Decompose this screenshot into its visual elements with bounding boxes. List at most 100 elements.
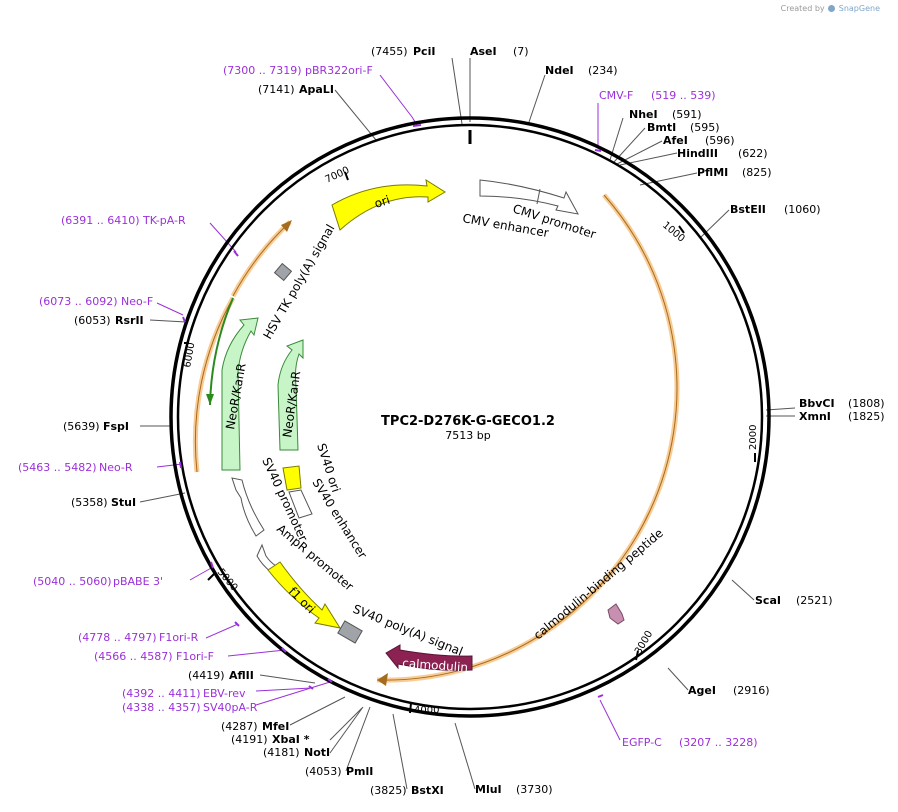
primer-range-sv40pa-r: (4338 .. 4357) (122, 701, 201, 714)
neo-orf-arrowhead (206, 394, 214, 405)
orf-arc-main (376, 193, 680, 683)
site-name-ndei[interactable]: NdeI (545, 64, 574, 77)
site-pos-rsrii: (6053) (74, 314, 111, 327)
site-name-bbvci[interactable]: BbvCI (799, 397, 835, 410)
hsv-tk-polya-feature[interactable] (273, 262, 293, 282)
sv40-polya-label: SV40 poly(A) signal (351, 602, 465, 659)
site-pos-bsteii: (1060) (784, 203, 821, 216)
cbp-label: calmodulin-binding peptide (531, 526, 666, 642)
site-pos-agei: (2916) (733, 684, 770, 697)
site-pos-pmli: (4053) (305, 765, 342, 778)
primer-name-tk-pa-r[interactable]: TK-pA-R (142, 214, 186, 227)
site-pos-afliii: (4419) (188, 669, 225, 682)
primer-range-pbr322ori-f: (7300 .. 7319) (223, 64, 302, 77)
site-pos-xmni: (1825) (848, 410, 885, 423)
site-pos-pflmi: (825) (742, 166, 772, 179)
primer-range-neo-f: (6073 .. 6092) (39, 295, 118, 308)
primer-name-f1ori-f[interactable]: F1ori-F (176, 650, 214, 663)
orf-arc-left-line (194, 297, 234, 473)
plasmid-length: 7513 bp (445, 429, 490, 442)
site-pos-mlui: (3730) (516, 783, 553, 796)
site-pos-scai: (2521) (796, 594, 833, 607)
site-name-pcii[interactable]: PciI (413, 45, 435, 58)
orf-arrowhead (377, 673, 388, 686)
primer-name-f1ori-r[interactable]: F1ori-R (159, 631, 199, 644)
tick-label-6000: 6000 (182, 342, 197, 369)
tick-label-4000: 4000 (414, 705, 439, 716)
site-name-nhei[interactable]: NheI (629, 108, 658, 121)
site-pos-mfei: (4287) (221, 720, 258, 733)
site-name-afliii[interactable]: AflII (229, 669, 254, 682)
site-pos-apali: (7141) (258, 83, 295, 96)
site-name-agei[interactable]: AgeI (688, 684, 716, 697)
primer-range-f1ori-r: (4778 .. 4797) (78, 631, 157, 644)
cbp-feature[interactable] (607, 603, 625, 625)
site-name-xbai[interactable]: XbaI * (272, 733, 310, 746)
site-name-afei[interactable]: AfeI (663, 134, 688, 147)
orf-arc-top (230, 220, 292, 298)
site-name-bmti[interactable]: BmtI (647, 121, 676, 134)
site-name-asei[interactable]: AseI (470, 45, 497, 58)
tick-label-2000: 2000 (748, 425, 759, 450)
primer-name-ebv-rev[interactable]: EBV-rev (203, 687, 246, 700)
site-pos-noti: (4181) (263, 746, 300, 759)
site-name-pmli[interactable]: PmlI (346, 765, 373, 778)
snapgene-credit: Created by SnapGene (781, 4, 880, 13)
sv40-polya-feature[interactable] (337, 620, 363, 644)
primer-name-pbr322ori-f[interactable]: pBR322ori-F (305, 64, 373, 77)
site-pos-ndei: (234) (588, 64, 618, 77)
cmv-promoter-feature[interactable] (479, 179, 579, 215)
neokanr-outer-feature[interactable] (221, 317, 259, 471)
site-pos-stui: (5358) (71, 496, 108, 509)
primer-range-egfp-c: (3207 .. 3228) (679, 736, 758, 749)
plasmid-name: TPC2-D276K-G-GECO1.2 (381, 414, 555, 429)
primer-range-f1ori-f: (4566 .. 4587) (94, 650, 173, 663)
site-pos-hindiii: (622) (738, 147, 768, 160)
tick-label-7000: 7000 (324, 165, 352, 186)
sv40-ori-feature[interactable] (282, 465, 302, 491)
primer-name-pbabe3[interactable]: pBABE 3' (113, 575, 163, 588)
sv40-promoter-feature[interactable] (231, 477, 265, 537)
primer-name-egfp-c[interactable]: EGFP-C (622, 736, 662, 749)
f1-ori-feature[interactable] (267, 561, 342, 629)
site-pos-bmti: (595) (690, 121, 720, 134)
primer-name-neo-f[interactable]: Neo-F (121, 295, 153, 308)
primer-range-cmv-f: (519 .. 539) (651, 89, 716, 102)
sv40-enhancer-feature[interactable] (288, 489, 313, 519)
site-name-mlui[interactable]: MluI (475, 783, 502, 796)
site-pos-pcii: (7455) (371, 45, 408, 58)
ori-feature[interactable] (331, 178, 446, 231)
primer-name-cmv-f[interactable]: CMV-F (599, 89, 633, 102)
site-name-scai[interactable]: ScaI (755, 594, 781, 607)
primer-markers (179, 124, 604, 698)
primer-name-neo-r[interactable]: Neo-R (99, 461, 133, 474)
calmodulin-feature[interactable] (385, 644, 473, 671)
site-name-noti[interactable]: NotI (304, 746, 330, 759)
primer-range-tk-pa-r: (6391 .. 6410) (61, 214, 140, 227)
site-pos-bstxi: (3825) (370, 784, 407, 797)
site-name-xmni[interactable]: XmnI (799, 410, 831, 423)
neokanr-inner-feature[interactable] (277, 339, 304, 451)
snapgene-logo-icon (828, 5, 836, 12)
credit-brand: SnapGene (838, 4, 880, 13)
site-name-apali[interactable]: ApaLI (299, 83, 334, 96)
scale-ticks (184, 171, 756, 714)
site-name-mfei[interactable]: MfeI (262, 720, 289, 733)
primer-name-sv40pa-r[interactable]: SV40pA-R (203, 701, 258, 714)
site-name-bsteii[interactable]: BstEII (730, 203, 766, 216)
site-name-hindiii[interactable]: HindIII (677, 147, 718, 160)
site-name-bstxi[interactable]: BstXI (411, 784, 444, 797)
primer-range-ebv-rev: (4392 .. 4411) (122, 687, 201, 700)
site-name-pflmi[interactable]: PflMI (697, 166, 728, 179)
site-pos-bbvci: (1808) (848, 397, 885, 410)
backbone-inner (176, 123, 764, 711)
orf-top-arrowhead (281, 220, 292, 232)
cmv-divider (536, 188, 541, 205)
site-name-rsrii[interactable]: RsrII (115, 314, 144, 327)
site-name-fspi[interactable]: FspI (103, 420, 129, 433)
site-name-stui[interactable]: StuI (111, 496, 136, 509)
tick-label-1000: 1000 (660, 220, 687, 245)
site-pos-asei: (7) (513, 45, 529, 58)
